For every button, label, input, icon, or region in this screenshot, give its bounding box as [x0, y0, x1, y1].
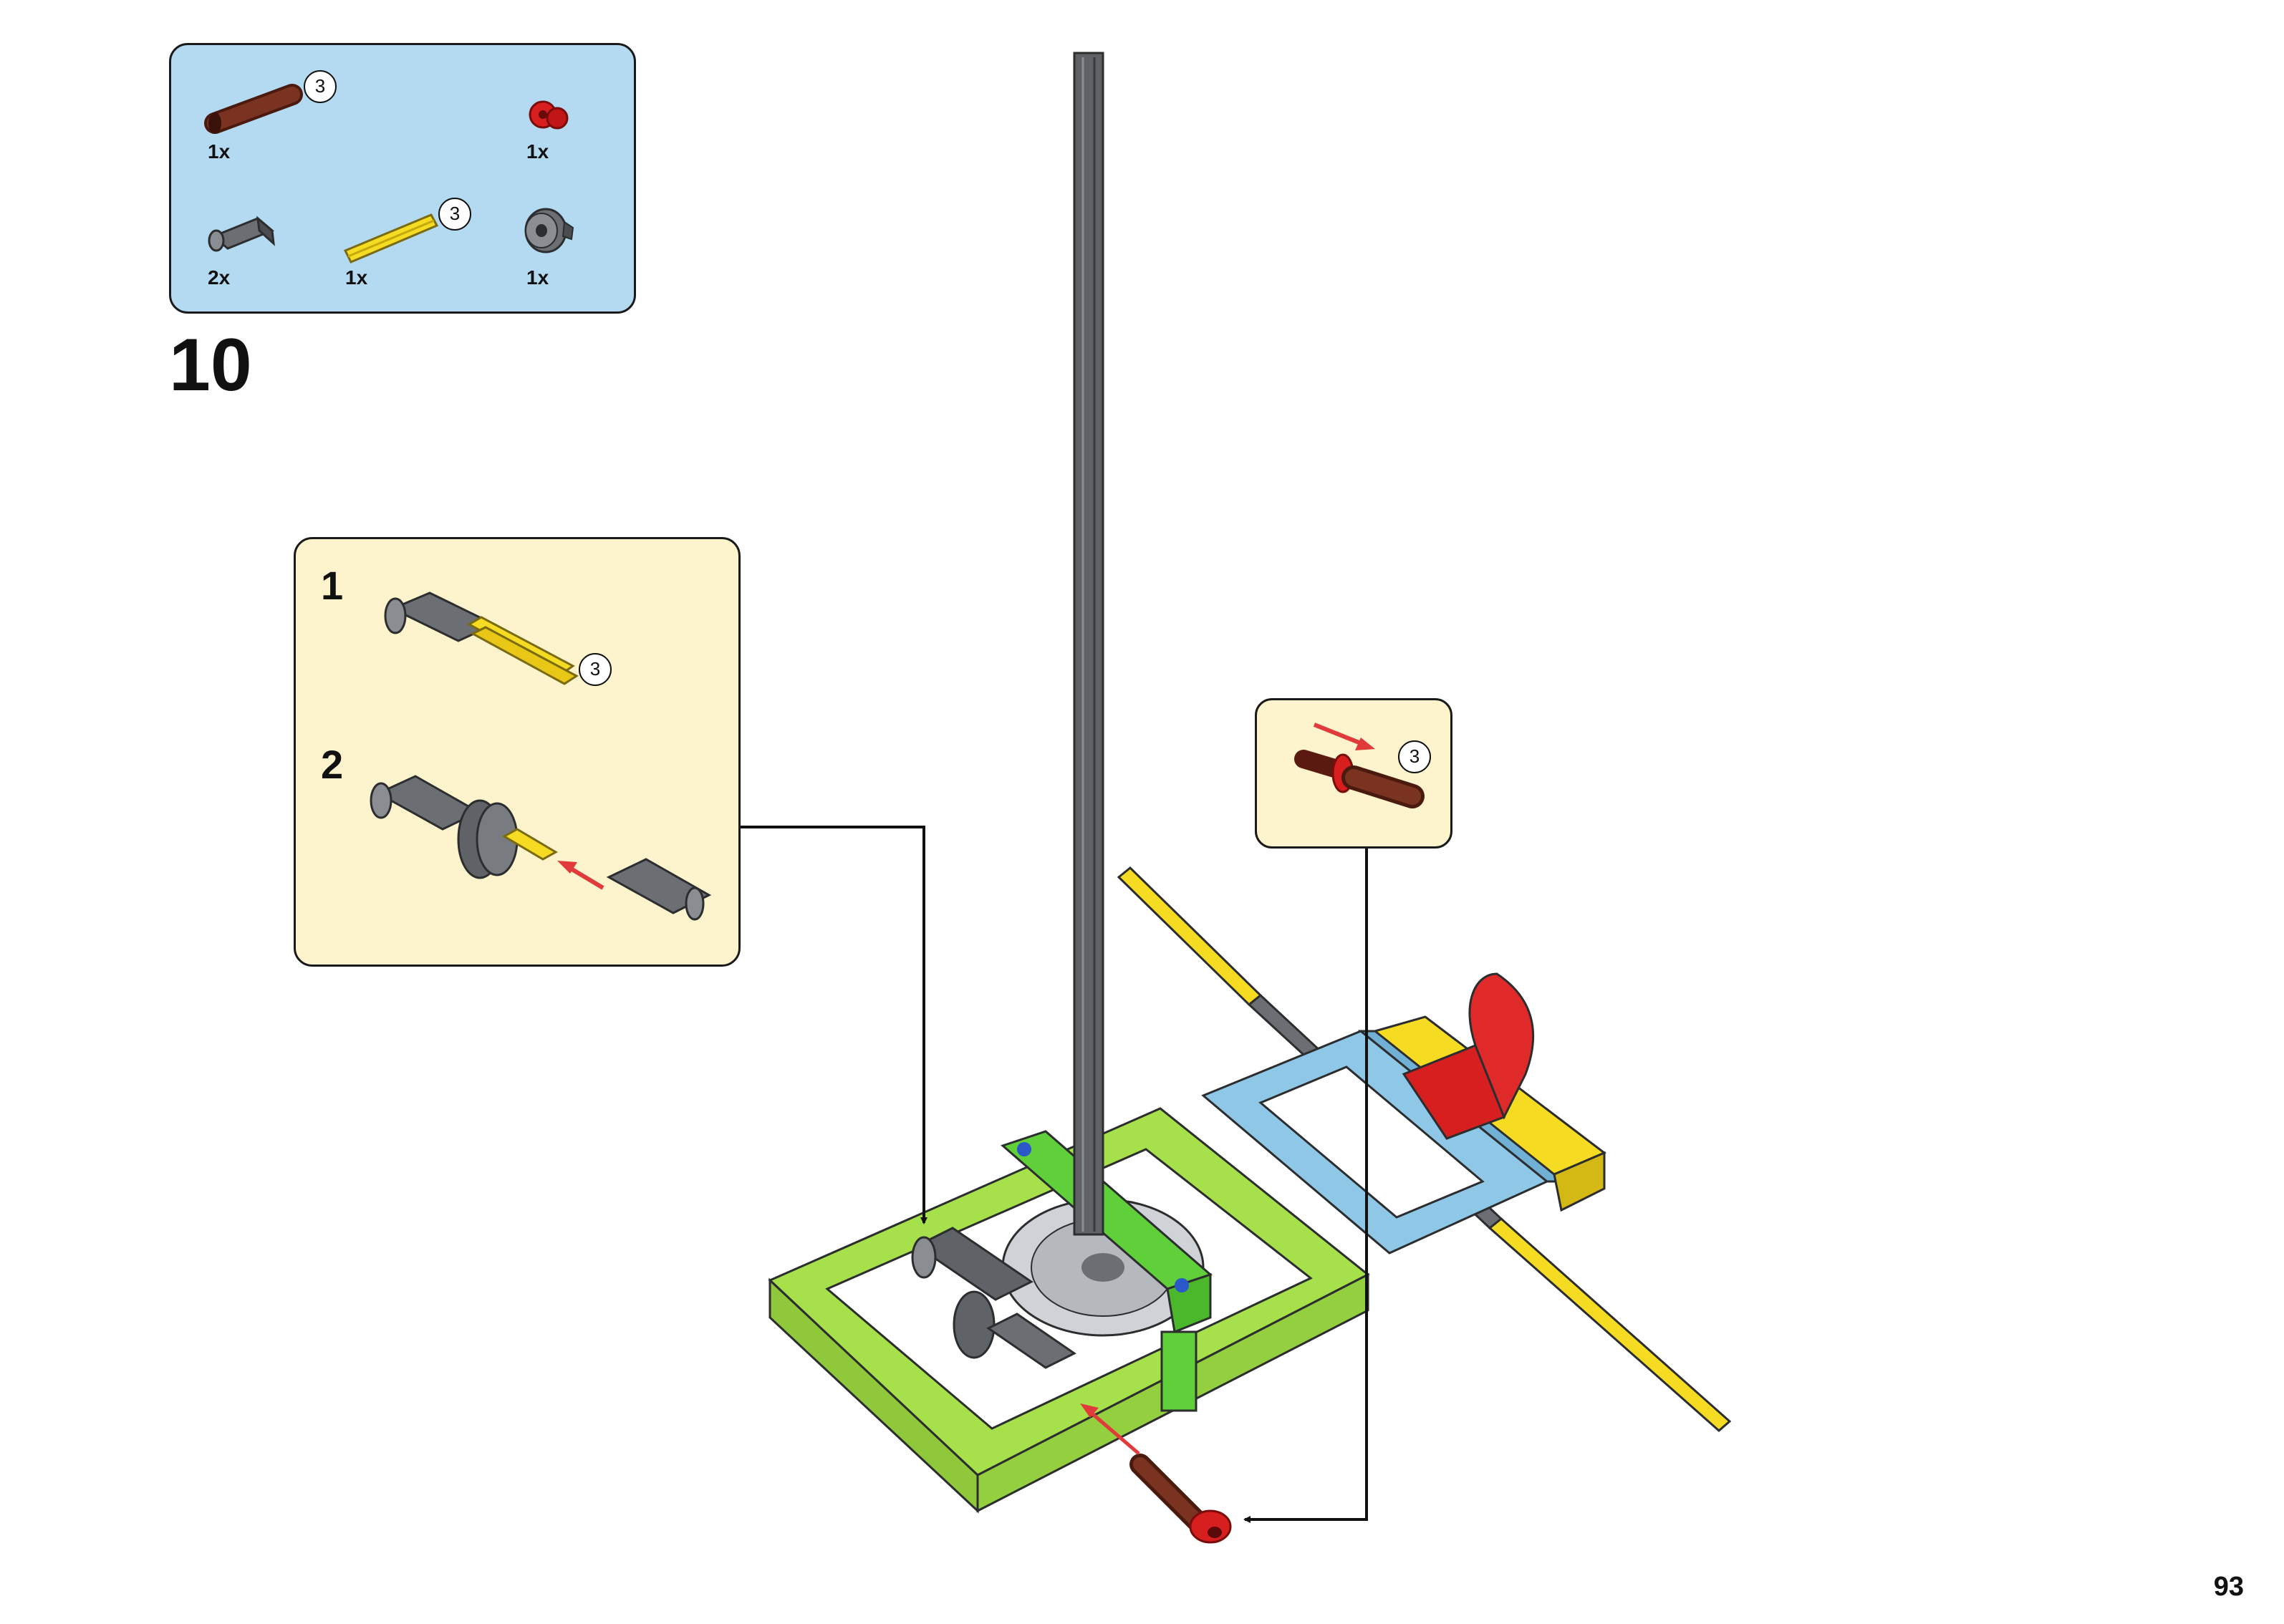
- yellow-axle-icon: [343, 213, 439, 264]
- step-number: 10: [169, 324, 252, 407]
- dark-gray-connector-icon: [208, 216, 275, 252]
- pin-detail-parts: [1294, 722, 1425, 808]
- qty-brown-axle-pin: 1x: [208, 140, 231, 163]
- callout-yellow-axle: 3: [438, 198, 471, 231]
- callout-brown-axle-pin: 3: [304, 70, 337, 103]
- brown-pin-bottom: [1129, 1454, 1232, 1544]
- qty-gray-pulley-wheel: 1x: [526, 266, 549, 289]
- inner-connectors: [911, 1227, 1076, 1369]
- red-bush-icon: [529, 100, 569, 130]
- leader-line-pin-detail: [1243, 849, 1368, 1523]
- sub-step-2-parts: [370, 775, 712, 921]
- insert-arrow-head: [1080, 1403, 1099, 1418]
- sub-step-number-2: 2: [321, 742, 344, 787]
- yellow-brick-red-seat: [1372, 972, 1606, 1212]
- qty-dark-gray-connector: 2x: [208, 266, 231, 289]
- callout-pin-detail: 3: [1398, 740, 1431, 773]
- leader-line-sub-assembly: [741, 826, 927, 1224]
- callout-sub-step-1: 3: [579, 653, 612, 686]
- page-number: 93: [2213, 1572, 2244, 1602]
- qty-yellow-axle: 1x: [345, 266, 368, 289]
- sub-step-1-parts: [384, 591, 579, 685]
- gray-pulley-wheel-icon: [524, 208, 574, 253]
- green-beam: [1001, 1130, 1213, 1412]
- parts-list-panel: [169, 43, 636, 314]
- brown-axle-pin-icon: [204, 84, 303, 134]
- sub-step-number-1: 1: [321, 563, 344, 608]
- qty-red-bush: 1x: [526, 140, 549, 163]
- tall-axle: [1073, 52, 1104, 1236]
